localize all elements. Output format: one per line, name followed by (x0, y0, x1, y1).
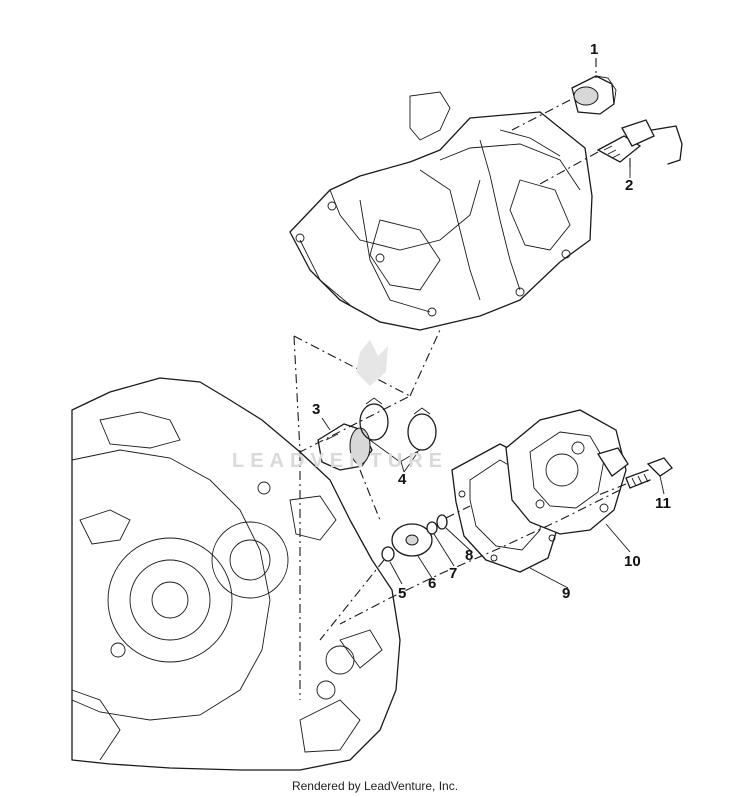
part-1-cap (571, 75, 617, 115)
callout-11: 11 (655, 495, 671, 512)
part-3-hose (317, 423, 373, 471)
callout-2: 2 (625, 177, 633, 194)
part-10-pump-housing (505, 409, 629, 535)
part-2-sensor (596, 119, 683, 165)
part-4-clamps (359, 397, 437, 451)
callout-5: 5 (398, 585, 406, 602)
callout-4: 4 (398, 471, 407, 488)
cylinder-head-assembly (289, 91, 593, 331)
callout-8: 8 (465, 547, 473, 564)
parts-5-8-impeller-seals (381, 514, 448, 562)
callout-1: 1 (590, 41, 598, 58)
callout-9: 9 (562, 585, 570, 602)
callout-10: 10 (624, 553, 641, 570)
part-11-bolt (625, 457, 673, 489)
footer-credit: Rendered by LeadVenture, Inc. (291, 779, 459, 793)
callout-7: 7 (449, 565, 457, 582)
callout-6: 6 (428, 575, 436, 592)
crankcase-assembly (71, 377, 401, 771)
callout-3: 3 (312, 401, 320, 418)
